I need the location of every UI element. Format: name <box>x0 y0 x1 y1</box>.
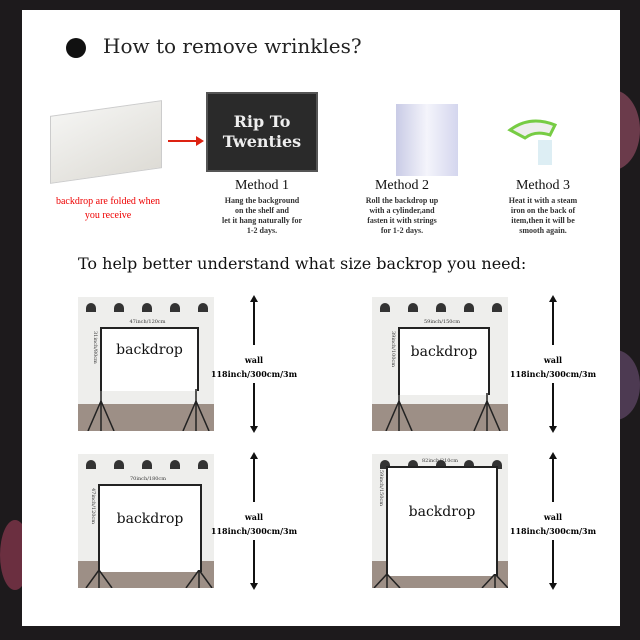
lamp-icon <box>492 303 502 312</box>
method-1-heading: Method 1 <box>234 178 290 193</box>
wall-size: 118inch/300cm/3m <box>509 369 597 379</box>
backdrop-frame: backdrop <box>398 327 490 395</box>
method-2-desc: Roll the backdrop up with a cylinder,and… <box>365 196 439 235</box>
wall-text: wall <box>244 512 264 522</box>
width-label: 59inch/150cm <box>424 319 460 325</box>
stand-legs <box>373 574 508 588</box>
wall-label: wall 118inch/300cm/3m <box>508 353 598 381</box>
bullet-icon <box>66 38 86 58</box>
folded-note: backdrop are folded when you receive <box>55 196 161 221</box>
lamp-icon <box>86 460 96 469</box>
lamp-icon <box>380 303 390 312</box>
backdrop-frame: backdrop <box>100 327 199 391</box>
stand-legs <box>385 393 501 431</box>
backdrop-label: backdrop <box>116 511 184 527</box>
lamp-icon <box>198 460 208 469</box>
wall-size: 118inch/300cm/3m <box>210 369 298 379</box>
lamp-icon <box>170 303 180 312</box>
wall-text: wall <box>543 512 563 522</box>
backdrop-label: backdrop <box>408 504 476 520</box>
wall-label: wall 118inch/300cm/3m <box>209 353 299 381</box>
page-title: How to remove wrinkles? <box>103 34 362 58</box>
wall-size: 118inch/300cm/3m <box>509 526 597 536</box>
method-3-heading: Method 3 <box>515 178 571 193</box>
steamer-icon <box>507 119 558 165</box>
wall-size: 118inch/300cm/3m <box>210 526 298 536</box>
wall-text: wall <box>244 355 264 365</box>
lamp-icon <box>492 460 502 469</box>
width-label: 70inch/180cm <box>130 476 166 482</box>
arrow-up-icon <box>250 452 258 502</box>
size-diagram: 82inch/210cm 59inch/150cm backdrop <box>372 454 508 588</box>
lamp-icon <box>436 460 446 469</box>
size-diagram: 47inch/120cm 31inch/80cm backdrop <box>78 297 214 431</box>
method-2-heading: Method 2 <box>374 178 430 193</box>
backdrop-sample-image: Rip To Twenties <box>206 92 318 172</box>
lamp-icon <box>142 303 152 312</box>
backdrop-label: backdrop <box>116 342 183 358</box>
lamp-icon <box>464 303 474 312</box>
lamp-icon <box>408 303 418 312</box>
stand-legs <box>87 389 210 431</box>
lamp-icon <box>114 303 124 312</box>
lamp-icon <box>198 303 208 312</box>
wall-label: wall 118inch/300cm/3m <box>508 510 598 538</box>
lamp-icon <box>380 460 390 469</box>
lamp-icon <box>436 303 446 312</box>
height-label: 59inch/150cm <box>378 470 384 506</box>
height-label: 39inch/100cm <box>390 331 396 367</box>
wall-label: wall 118inch/300cm/3m <box>209 510 299 538</box>
size-diagram: 70inch/180cm 47inch/120cm backdrop <box>78 454 214 588</box>
arrow-right-icon <box>168 136 204 146</box>
lamp-icon <box>170 460 180 469</box>
width-label: 47inch/120cm <box>129 319 166 325</box>
backdrop-label: backdrop <box>410 344 478 360</box>
wall-text: wall <box>543 355 563 365</box>
arrow-down-icon <box>549 540 557 590</box>
stand-legs <box>85 570 213 588</box>
backdrop-frame: backdrop <box>98 484 202 572</box>
method-1-desc: Hang the background on the shelf and let… <box>222 196 302 235</box>
height-label: 47inch/120cm <box>90 488 96 524</box>
arrow-down-icon <box>549 383 557 433</box>
lamp-icon <box>114 460 124 469</box>
lamp-icon <box>142 460 152 469</box>
height-label: 31inch/80cm <box>92 331 98 364</box>
arrow-up-icon <box>549 295 557 345</box>
width-label: 82inch/210cm <box>422 458 458 464</box>
arrow-down-icon <box>250 383 258 433</box>
lamp-icon <box>408 460 418 469</box>
arrow-up-icon <box>549 452 557 502</box>
size-diagram: 59inch/150cm 39inch/100cm backdrop <box>372 297 508 431</box>
lamp-icon <box>86 303 96 312</box>
backdrop-frame: backdrop <box>386 466 498 576</box>
arrow-up-icon <box>250 295 258 345</box>
arrow-down-icon <box>250 540 258 590</box>
roll-image <box>396 104 458 176</box>
size-subtitle: To help better understand what size back… <box>78 254 527 273</box>
lamp-icon <box>464 460 474 469</box>
method-3-desc: Heat it with a steam iron on the back of… <box>508 196 578 235</box>
